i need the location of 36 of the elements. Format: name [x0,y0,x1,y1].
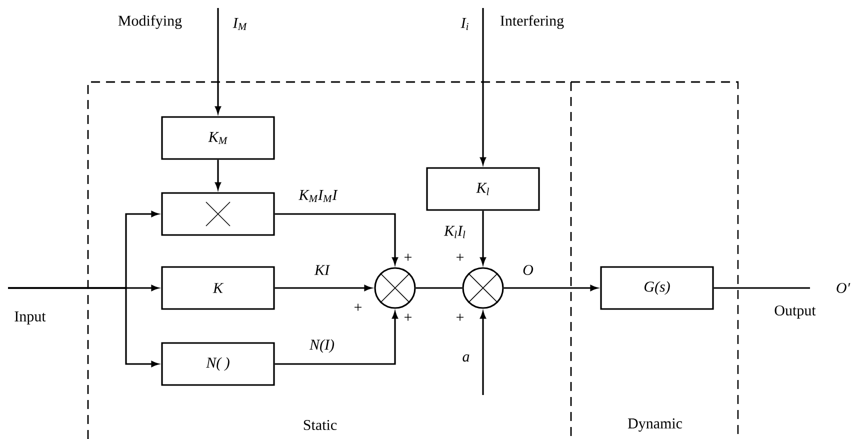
label-text: Modifying [118,15,182,29]
plus-sign: + [354,304,362,311]
edge-label: K$_{M}$I$_{M}$I [298,189,338,203]
arrow [480,210,486,264]
arrow [215,8,221,114]
gain-block: K [161,266,275,310]
arrow [274,285,372,291]
edge-label: KI [314,264,330,276]
arrow [8,287,158,367]
gain-block: N( ) [161,342,275,386]
label-text: O′ [836,282,850,294]
gain-block: G(s) [600,266,714,310]
gain-block: K$_{M}$ [161,116,275,160]
label-text: Output [774,305,816,319]
label-text: Interfering [500,15,564,29]
summing-junction [462,267,504,309]
gain-block: K$_{l}$ [426,167,540,211]
multiplier-block [161,192,275,236]
arrow [480,8,486,164]
edge-label: K$_{l}$I$_{l}$ [443,224,467,240]
summing-junction [374,267,416,309]
edge-label: N(I) [308,338,336,354]
arrow [274,312,398,365]
arrow [215,160,221,190]
edge-label: O [522,264,534,276]
plus-sign: + [404,254,412,261]
plus-sign: + [456,254,464,261]
plus-sign: + [404,314,412,321]
label-text: Input [14,312,46,325]
arrow [274,213,398,264]
edge-label: a [461,353,471,363]
edge-label: I$_{M}$ [232,17,248,31]
arrow [504,285,598,291]
plus-sign: + [456,314,464,321]
arrow [480,312,486,395]
edge-label: I$_{i}$ [460,17,470,31]
